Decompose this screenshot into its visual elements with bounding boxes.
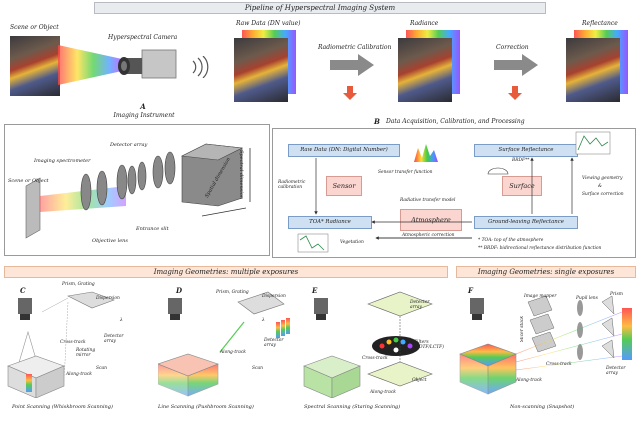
cross-track-label-e: Cross-track xyxy=(362,356,388,361)
image-mapper-label: Image mapper xyxy=(524,294,557,299)
panel-a-letter: A xyxy=(140,102,146,111)
panel-e-diagram xyxy=(303,291,433,398)
ampersand-label: & xyxy=(598,184,602,189)
spectrometer-label: Imaging spectrometer xyxy=(34,158,91,164)
along-track-label-d: Along-track xyxy=(220,350,246,355)
spectral-scanning-caption: Spectral Scanning (Staring Scanning) xyxy=(304,404,401,410)
point-scanning-caption: Point Scanning (Whiskbroom Scanning) xyxy=(12,404,113,410)
panel-b-box xyxy=(272,128,636,258)
dispersion-label-d: Dispersion xyxy=(262,294,286,299)
snapshot-caption: Non-scanning (Snapshot) xyxy=(510,404,575,410)
vegetation-label: Vegetation xyxy=(340,240,364,245)
entrance-slit-label: Entrance slit xyxy=(136,226,169,232)
rotating-mirror-label: Rotating mirror xyxy=(76,348,96,358)
brdf-footnote: ** BRDF: bidirectional reflectance distr… xyxy=(478,246,602,251)
lambda-label-c: λ xyxy=(120,318,123,323)
panel-a-title: Imaging Instrument xyxy=(113,112,175,119)
sensor-box: Sensor xyxy=(326,176,362,196)
cross-track-label-f: Cross-track xyxy=(546,362,572,367)
scene-label-a: Scene or Object xyxy=(8,178,49,184)
panel-f-letter: F xyxy=(468,286,473,295)
detector-label-f: Detector array xyxy=(606,366,626,376)
objective-lens-label: Objective lens xyxy=(92,238,128,244)
radiometric-calibration-label: Radiometric calibration xyxy=(278,180,306,190)
dispersion-label-c: Dispersion xyxy=(96,296,120,301)
radiance-label: Radiance xyxy=(410,20,439,27)
cross-track-label-c: Cross-track xyxy=(60,340,86,345)
sensor-transfer-label: Sensor transfer function xyxy=(378,170,433,175)
camera-label: Hyperspectral Camera xyxy=(108,34,178,41)
scan-label-c: Scan xyxy=(96,366,107,371)
scene-label: Scene or Object xyxy=(10,24,59,31)
panel-b-letter: B xyxy=(374,117,380,126)
scan-label-d: Scan xyxy=(252,366,263,371)
pipeline-title: Pipeline of Hyperspectral Imaging System xyxy=(94,2,546,14)
along-track-label-f: Along-track xyxy=(516,378,542,383)
lambda-label-d: λ xyxy=(262,318,265,323)
down-arrow-2 xyxy=(508,86,522,100)
scene-image xyxy=(10,36,60,96)
single-exposure-banner: Imaging Geometries: single exposures xyxy=(456,266,636,278)
slicer-stack-label: Slicer stack xyxy=(520,316,525,343)
ground-reflectance-box: Ground-leaving Reflectance xyxy=(474,216,578,229)
panel-d-diagram xyxy=(158,291,290,397)
detector-label-d: Detector array xyxy=(264,338,284,348)
filters-label: Filters (AOTF/LCTF) xyxy=(414,340,444,350)
prism-label-f: Prism xyxy=(610,292,623,297)
spectral-dimension-label: Spectral dimension xyxy=(238,150,244,200)
panel-d-letter: D xyxy=(176,286,183,295)
raw-data-box: Raw Data (DN: Digital Number) xyxy=(288,144,400,157)
detector-label-a: Detector array xyxy=(110,142,148,148)
along-track-label-c: Along-track xyxy=(66,372,92,377)
pupil-lens-label: Pupil lens xyxy=(576,296,598,301)
atmospheric-correction-label: Atmospheric correction xyxy=(402,233,455,238)
correction-arrow xyxy=(494,54,538,76)
panel-c-letter: C xyxy=(20,286,26,295)
raw-data-label: Raw Data (DN value) xyxy=(236,20,301,27)
light-beam xyxy=(58,45,122,85)
object-label: Object xyxy=(412,378,427,383)
multi-exposure-banner: Imaging Geometries: multiple exposures xyxy=(4,266,448,278)
radiometric-label: Radiometric Calibration xyxy=(318,44,392,51)
radiative-transfer-label: Radiative transfer model xyxy=(400,198,456,203)
line-scanning-caption: Line Scanning (Pushbroom Scanning) xyxy=(158,404,254,410)
toa-footnote: * TOA: top of the atmosphere xyxy=(478,238,544,243)
prism-label-c: Prism, Grating xyxy=(62,282,95,287)
panel-f-diagram xyxy=(459,295,632,395)
reflectance-cube xyxy=(566,30,628,102)
along-track-label-e: Along-track xyxy=(370,390,396,395)
panel-e-letter: E xyxy=(312,286,318,295)
panel-a-diagram xyxy=(25,143,251,239)
wireless-signal-icon xyxy=(192,56,209,78)
down-arrow-1 xyxy=(343,86,357,100)
detector-label-e: Detector array xyxy=(410,300,430,310)
panel-b-title: Data Acquisition, Calibration, and Proce… xyxy=(386,118,525,125)
raw-data-cube xyxy=(234,30,296,102)
radiometric-arrow xyxy=(330,54,374,76)
detector-label-c: Detector array xyxy=(104,334,124,344)
reflectance-label: Reflectance xyxy=(582,20,618,27)
viewing-geometry-label: Viewing geometry xyxy=(582,176,623,181)
panel-b-arrows xyxy=(297,131,611,253)
surface-reflectance-box: Surface Reflectance xyxy=(474,144,578,157)
atmosphere-box: Atmosphere xyxy=(400,209,462,231)
surface-correction-label: Surface correction xyxy=(582,192,624,197)
brdf-label: BRDF** xyxy=(512,158,530,163)
radiance-cube xyxy=(398,30,460,102)
correction-label: Correction xyxy=(496,44,529,51)
panel-a-box xyxy=(4,124,270,256)
camera-icon xyxy=(118,49,177,79)
panel-c-diagram xyxy=(7,291,115,398)
prism-label-d: Prism, Grating xyxy=(216,290,249,295)
